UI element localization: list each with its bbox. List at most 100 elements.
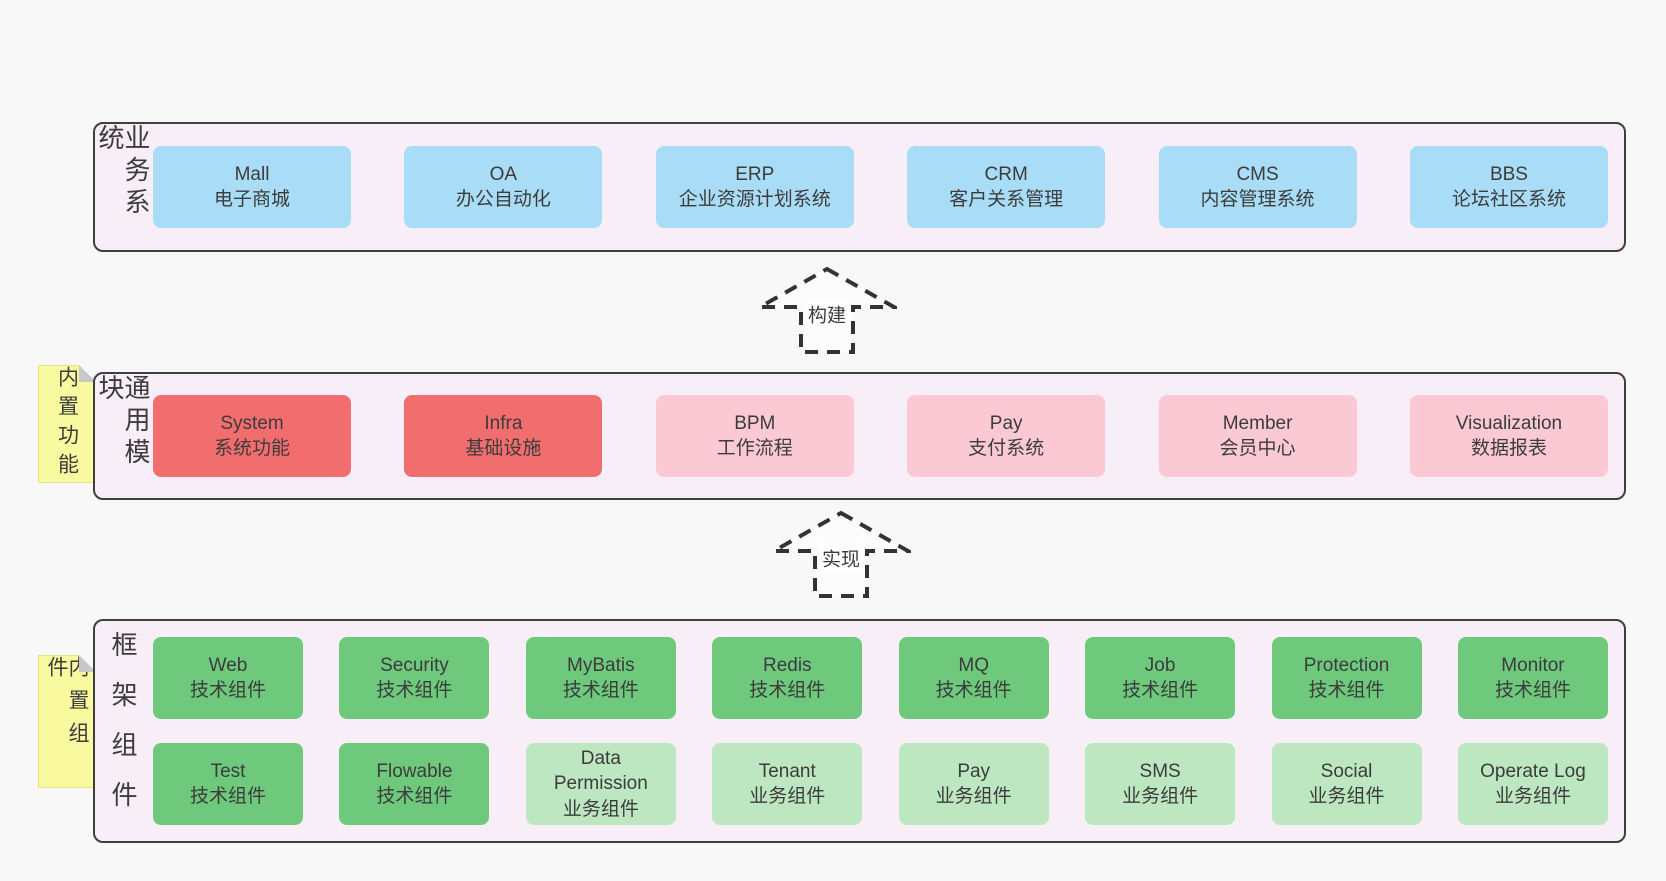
module-title: OA — [489, 163, 518, 185]
module-box-protection: Protection 技术组件 — [1271, 637, 1422, 719]
sticky-note-label: 内置功能 — [55, 366, 79, 482]
module-title: CMS — [1236, 163, 1279, 185]
module-subtitle: 会员中心 — [1219, 438, 1296, 459]
sticky-note-label: 内置组件 — [45, 656, 89, 755]
module-subtitle: 工作流程 — [716, 438, 793, 459]
module-title: Social — [1320, 760, 1373, 782]
band-label-wrap: 框架组件 — [95, 621, 151, 841]
module-title: Protection — [1303, 654, 1390, 676]
module-box-mall: Mall 电子商城 — [153, 146, 351, 228]
module-title: Infra — [484, 412, 523, 434]
module-subtitle: 业务组件 — [562, 798, 639, 820]
module-box-mybatis: MyBatis 技术组件 — [525, 637, 676, 719]
module-title: ERP — [735, 163, 775, 185]
module-title: Data Permission — [553, 747, 648, 795]
module-subtitle: 业务组件 — [935, 786, 1012, 807]
implement-arrow: 实现 — [771, 510, 911, 600]
module-subtitle: 企业资源计划系统 — [678, 189, 831, 210]
module-title: SMS — [1139, 760, 1181, 782]
module-box-cms: CMS 内容管理系统 — [1158, 146, 1357, 228]
module-title: Test — [210, 760, 246, 782]
module-title: MyBatis — [567, 654, 635, 676]
module-box-flowable: Flowable 技术组件 — [339, 743, 490, 825]
module-box-sms: SMS 业务组件 — [1085, 743, 1236, 825]
module-box-redis: Redis 技术组件 — [712, 637, 863, 719]
module-title: System — [220, 412, 284, 434]
sticky-note-built-in-features: 内置功能 — [38, 365, 96, 483]
module-box-erp: ERP 企业资源计划系统 — [655, 146, 854, 228]
band-label-wrap: 通用模块 — [95, 374, 151, 498]
module-subtitle: 技术组件 — [1122, 680, 1199, 701]
module-box-tenant: Tenant 业务组件 — [712, 743, 863, 825]
module-subtitle: 客户关系管理 — [949, 189, 1064, 210]
band-title: 业务系统 — [95, 124, 151, 220]
module-title: Pay — [989, 412, 1023, 434]
module-subtitle: 技术组件 — [562, 680, 639, 701]
module-title: Mall — [234, 163, 270, 185]
module-subtitle: 业务组件 — [1308, 786, 1385, 807]
module-title: Member — [1222, 412, 1293, 434]
module-title: BBS — [1489, 163, 1528, 185]
module-box-infra: Infra 基础设施 — [404, 395, 603, 477]
module-subtitle: 技术组件 — [749, 680, 826, 701]
module-title: Security — [380, 654, 449, 676]
module-subtitle: 业务组件 — [1122, 786, 1199, 807]
module-subtitle: 业务组件 — [1494, 786, 1571, 807]
module-subtitle: 系统功能 — [213, 438, 290, 459]
module-subtitle: 技术组件 — [376, 786, 453, 807]
module-title: Job — [1144, 654, 1176, 676]
module-title: Visualization — [1455, 412, 1563, 434]
module-subtitle: 基础设施 — [465, 438, 542, 459]
module-title: Redis — [762, 654, 812, 676]
module-subtitle: 电子商城 — [213, 189, 290, 210]
module-subtitle: 业务组件 — [749, 786, 826, 807]
module-title: CRM — [984, 163, 1028, 185]
module-subtitle: 数据报表 — [1470, 438, 1547, 459]
module-subtitle: 内容管理系统 — [1200, 189, 1315, 210]
module-subtitle: 技术组件 — [1308, 680, 1385, 701]
module-subtitle: 技术组件 — [1494, 680, 1571, 701]
module-subtitle: 论坛社区系统 — [1451, 189, 1566, 210]
module-title: MQ — [958, 654, 989, 676]
module-box-monitor: Monitor 技术组件 — [1457, 637, 1608, 719]
module-subtitle: 技术组件 — [189, 786, 266, 807]
module-box-crm: CRM 客户关系管理 — [907, 146, 1106, 228]
module-subtitle: 支付系统 — [968, 438, 1045, 459]
build-arrow: 构建 — [757, 266, 897, 356]
build-arrow-label: 构建 — [804, 299, 850, 329]
module-box-visualization: Visualization 数据报表 — [1409, 395, 1608, 477]
module-box-web: Web 技术组件 — [153, 637, 303, 719]
module-subtitle: 技术组件 — [189, 680, 266, 701]
band-title: 通用模块 — [95, 374, 151, 470]
module-box-operate-log: Operate Log 业务组件 — [1457, 743, 1608, 825]
module-box-bbs: BBS 论坛社区系统 — [1409, 146, 1608, 228]
module-title: Monitor — [1501, 654, 1565, 676]
band-label-wrap: 业务系统 — [95, 124, 151, 250]
module-title: Web — [208, 654, 248, 676]
module-box-member: Member 会员中心 — [1158, 395, 1357, 477]
module-box-job: Job 技术组件 — [1085, 637, 1236, 719]
implement-arrow-label: 实现 — [818, 543, 864, 573]
sticky-note-built-in-components: 内置组件 — [38, 655, 96, 788]
module-title: Pay — [957, 760, 991, 782]
module-title: Operate Log — [1480, 760, 1586, 782]
module-title: Tenant — [758, 760, 816, 782]
module-box-system: System 系统功能 — [153, 395, 351, 477]
module-box-data-permission: Data Permission 业务组件 — [525, 743, 676, 825]
module-box-social: Social 业务组件 — [1271, 743, 1422, 825]
module-title: Flowable — [376, 760, 453, 782]
